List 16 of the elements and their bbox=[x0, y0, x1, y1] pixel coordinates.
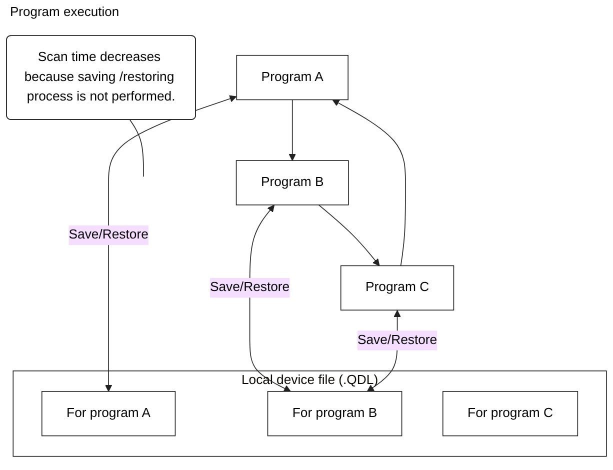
arrow bbox=[288, 99, 296, 161]
node-box: For program C bbox=[442, 391, 578, 436]
arrow bbox=[332, 99, 406, 266]
heading-label: Program execution bbox=[10, 4, 120, 19]
node-box: Program A bbox=[236, 54, 348, 100]
connector bbox=[130, 119, 144, 177]
edge-label: Save/Restore bbox=[357, 333, 438, 348]
arrow bbox=[318, 204, 380, 266]
edge-label: Save/Restore bbox=[210, 280, 290, 294]
arrow bbox=[104, 95, 237, 392]
node-box: Program C bbox=[340, 265, 454, 310]
node-box: For program B bbox=[267, 391, 402, 436]
node-box: For program A bbox=[41, 391, 176, 436]
node-box: Program B bbox=[236, 160, 349, 206]
arrow bbox=[249, 204, 291, 392]
edge-label: Save/Restore bbox=[68, 228, 148, 242]
